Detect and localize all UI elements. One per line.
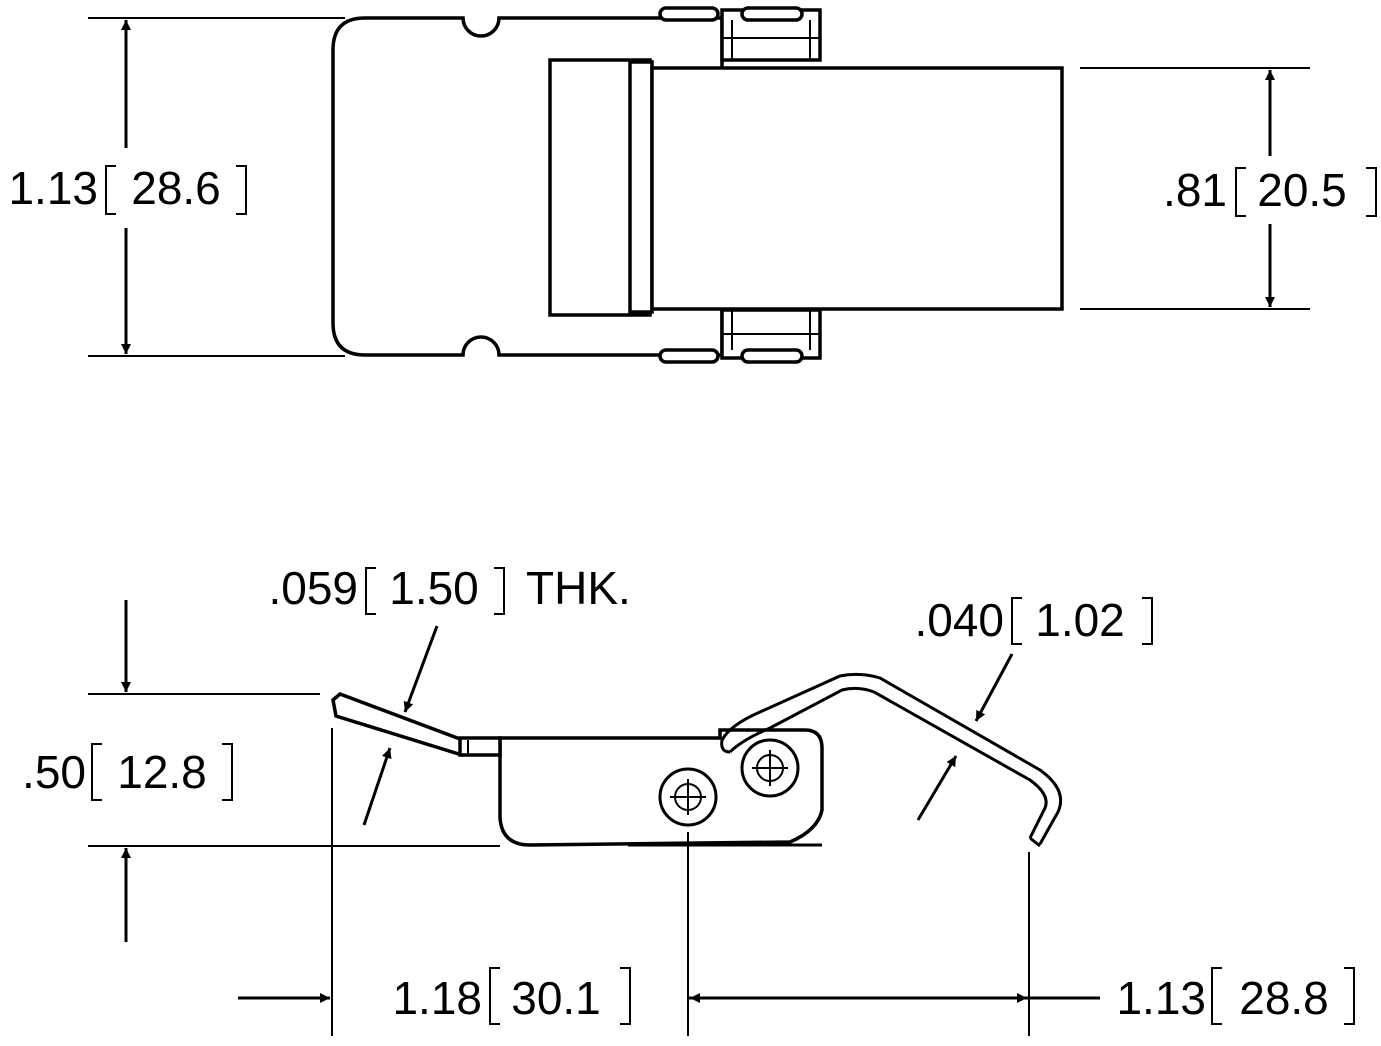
dim-material-thickness: .059 1.50 THK. — [268, 562, 631, 826]
dim-overall-height-mm: 28.6 — [131, 162, 221, 214]
hinge-knuckles-bottom — [658, 308, 822, 364]
screw-right-icon — [740, 738, 800, 798]
side-view: .059 1.50 THK. .040 1.02 .50 12.8 — [22, 562, 1355, 1036]
dim-thickness-inch: .059 — [268, 562, 358, 614]
top-view: 1.13 28.6 .81 20.5 — [8, 6, 1377, 364]
screw-left-icon — [658, 767, 718, 827]
dim-side-height: .50 12.8 — [22, 600, 500, 942]
wire-hook — [720, 672, 1063, 848]
dim-overall-height-inch: 1.13 — [8, 162, 98, 214]
dim-cover-width-mm: 20.5 — [1257, 164, 1347, 216]
dim-horizontal: 1.18 30.1 1.13 28.8 — [238, 728, 1355, 1036]
dim-thickness-mm: 1.50 — [389, 562, 479, 614]
lever-fold — [628, 60, 654, 314]
dim-side-height-mm: 12.8 — [117, 746, 207, 798]
dim-base-to-screw-mm: 30.1 — [511, 972, 601, 1024]
dim-overall-height: 1.13 28.6 — [8, 17, 345, 357]
dim-base-to-screw-inch: 1.18 — [392, 972, 482, 1024]
strike-hinge — [458, 736, 502, 757]
dim-cover-width-inch: .81 — [1163, 164, 1227, 216]
hinge-knuckles-top — [658, 6, 822, 62]
dim-side-height-inch: .50 — [22, 746, 86, 798]
dim-thickness-suffix: THK. — [526, 562, 631, 614]
dim-wire-diameter: .040 1.02 — [914, 594, 1153, 821]
dim-wire-mm: 1.02 — [1035, 594, 1125, 646]
dim-cover-width: .81 20.5 — [1080, 67, 1377, 310]
dim-screw-to-hook-inch: 1.13 — [1116, 972, 1206, 1024]
strike-plate — [331, 691, 471, 758]
lever-cover — [650, 66, 1064, 311]
dim-wire-inch: .040 — [914, 594, 1004, 646]
dim-screw-to-hook-mm: 28.8 — [1239, 972, 1329, 1024]
